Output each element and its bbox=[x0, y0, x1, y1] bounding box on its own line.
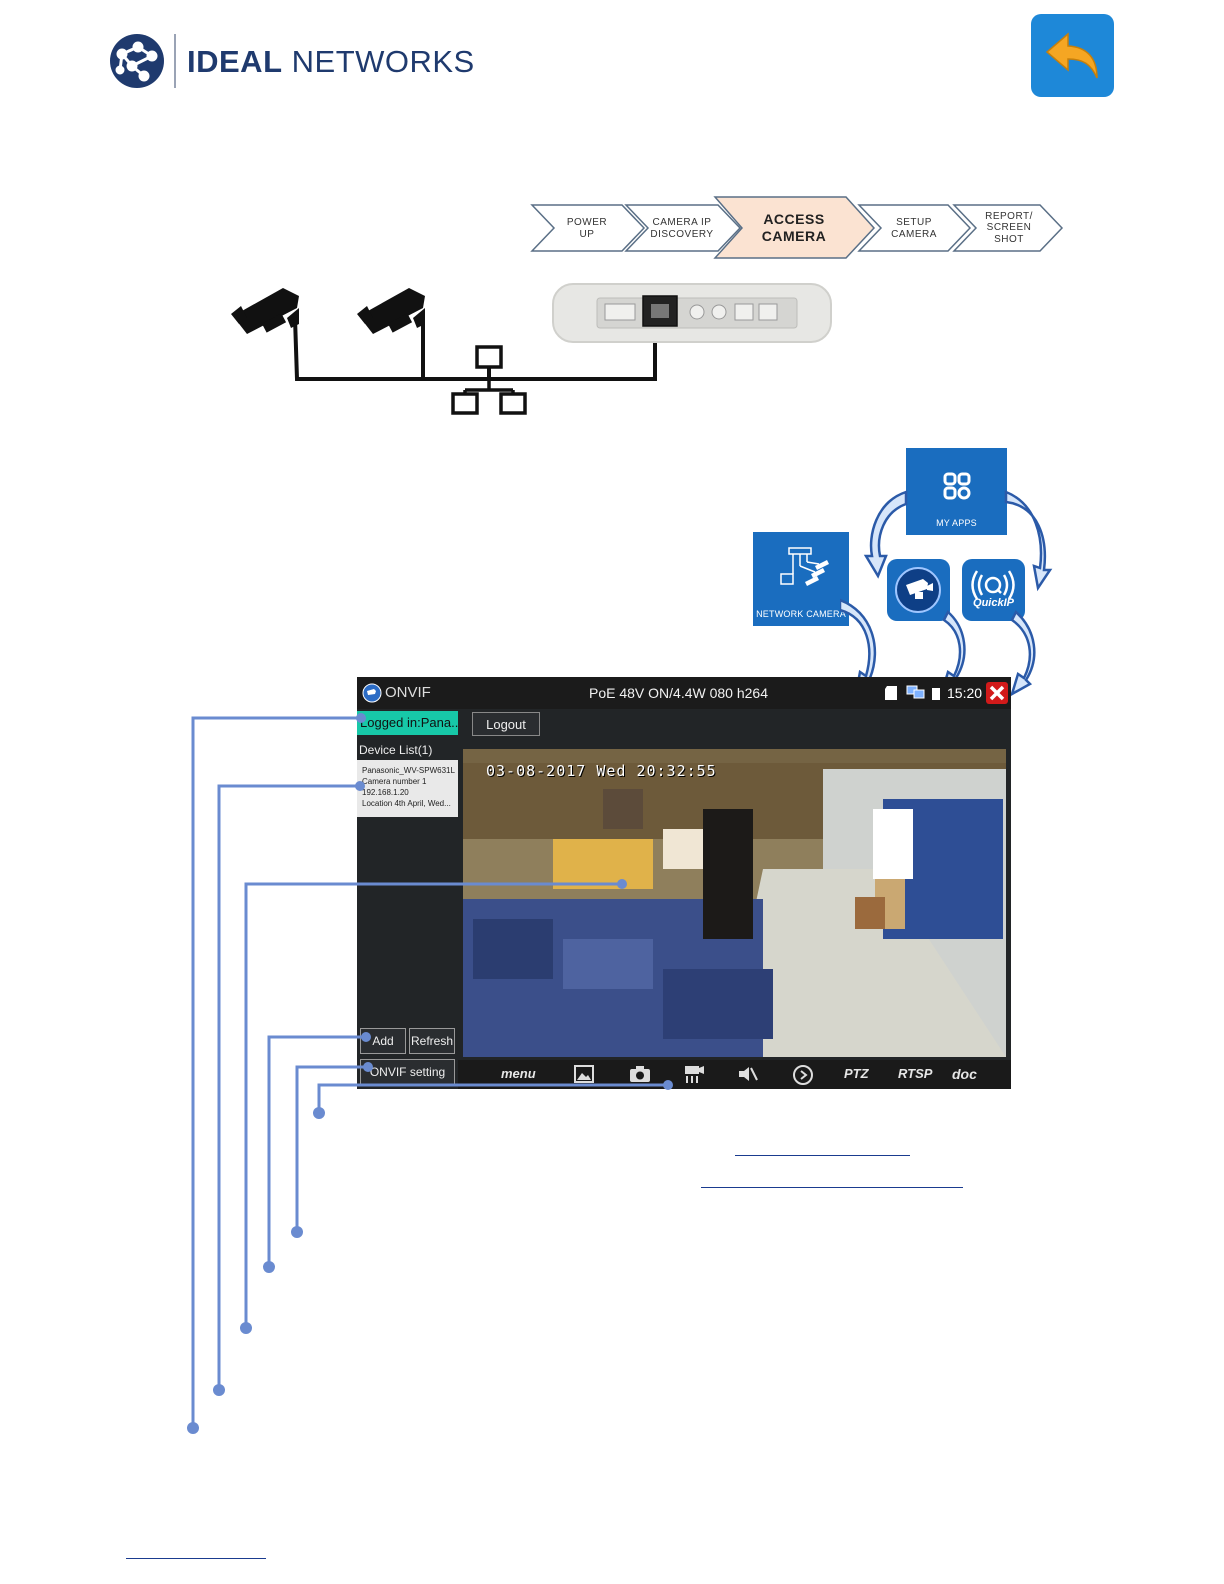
snapshot-camera-icon[interactable] bbox=[629, 1065, 651, 1083]
status-bar: ONVIF PoE 48V ON/4.4W 080 h264 15:20 bbox=[357, 677, 1011, 709]
step-camera-ip-discovery bbox=[624, 204, 742, 252]
my-apps-icon bbox=[943, 472, 971, 500]
network-status-icon bbox=[906, 685, 925, 699]
logged-in-status: Logged in:Pana... bbox=[357, 711, 458, 735]
onvif-app-icon[interactable] bbox=[887, 559, 950, 621]
network-diagram bbox=[231, 283, 832, 415]
play-icon[interactable] bbox=[792, 1064, 814, 1086]
link-underline[interactable] bbox=[735, 1155, 910, 1156]
gallery-icon[interactable] bbox=[574, 1065, 594, 1083]
battery-icon bbox=[932, 688, 940, 700]
back-button[interactable] bbox=[1031, 14, 1114, 97]
quickip-label: QuickIP bbox=[973, 597, 1014, 609]
logout-button[interactable]: Logout bbox=[472, 712, 540, 736]
step-label: UP bbox=[580, 229, 595, 240]
step-report-screenshot bbox=[952, 204, 1064, 252]
record-video-icon[interactable] bbox=[683, 1064, 705, 1084]
tester-device-icon bbox=[552, 283, 832, 343]
video-datetime-overlay: 03-08-2017 Wed 20:32:55 bbox=[486, 762, 717, 780]
ptz-button[interactable]: PTZ bbox=[844, 1066, 869, 1081]
quickip-icon bbox=[971, 570, 1015, 600]
refresh-button[interactable]: Refresh bbox=[409, 1028, 455, 1054]
link-underline[interactable] bbox=[701, 1187, 963, 1188]
step-label: SCREEN bbox=[987, 222, 1032, 233]
step-label: POWER bbox=[567, 217, 607, 228]
step-label: DISCOVERY bbox=[650, 229, 713, 240]
link-underline[interactable] bbox=[126, 1558, 266, 1559]
device-ip: 192.168.1.20 bbox=[362, 788, 409, 797]
workflow-steps: POWER UP CAMERA IP DISCOVERY ACCESS CAME… bbox=[530, 196, 1064, 259]
menu-button[interactable]: menu bbox=[501, 1066, 536, 1081]
sd-card-icon bbox=[885, 686, 897, 700]
device-list-header: Device List(1) bbox=[359, 743, 433, 757]
add-button[interactable]: Add bbox=[360, 1028, 406, 1054]
network-camera-label: NETWORK CAMERA bbox=[756, 609, 846, 619]
device-list-item[interactable]: Panasonic_WV-SPW631L Camera number 1 192… bbox=[357, 760, 458, 817]
step-label: SHOT bbox=[994, 234, 1024, 245]
close-button[interactable] bbox=[986, 682, 1008, 704]
my-apps-label: MY APPS bbox=[936, 518, 977, 528]
clock: 15:20 bbox=[947, 685, 983, 701]
onvif-camera-icon bbox=[895, 567, 941, 613]
step-label: SETUP bbox=[896, 217, 932, 228]
back-arrow-icon bbox=[1045, 32, 1098, 79]
network-camera-icon bbox=[780, 547, 829, 586]
network-camera-tile[interactable]: NETWORK CAMERA bbox=[753, 532, 849, 626]
device-location: Location 4th April, Wed... bbox=[362, 799, 451, 808]
video-frame bbox=[463, 749, 1006, 1057]
device-model: Panasonic_WV-SPW631L bbox=[362, 766, 455, 775]
step-label: REPORT/ bbox=[985, 211, 1033, 222]
close-icon bbox=[989, 685, 1005, 701]
mute-icon[interactable] bbox=[737, 1065, 759, 1083]
status-text: PoE 48V ON/4.4W 080 h264 bbox=[589, 685, 768, 701]
app-title: ONVIF bbox=[385, 684, 431, 701]
step-label: CAMERA bbox=[762, 228, 826, 244]
doc-button[interactable]: doc bbox=[952, 1066, 977, 1082]
step-label: ACCESS bbox=[763, 211, 824, 227]
onvif-logo-icon bbox=[362, 683, 382, 703]
device-camera-number: Camera number 1 bbox=[362, 777, 427, 786]
network-switch-icon bbox=[451, 345, 527, 415]
brand-name: IDEAL NETWORKS bbox=[187, 44, 475, 79]
onvif-screen: ONVIF PoE 48V ON/4.4W 080 h264 15:20 Log… bbox=[357, 677, 1011, 1089]
logo-divider bbox=[174, 34, 176, 88]
rtsp-button[interactable]: RTSP bbox=[898, 1066, 933, 1081]
step-access-camera bbox=[713, 196, 876, 259]
step-power-up bbox=[530, 204, 646, 252]
step-label: CAMERA bbox=[891, 229, 937, 240]
step-setup-camera bbox=[857, 204, 972, 252]
my-apps-tile[interactable]: MY APPS bbox=[906, 448, 1007, 535]
camera-video-feed[interactable]: 03-08-2017 Wed 20:32:55 bbox=[463, 749, 1006, 1057]
quickip-app-icon[interactable]: QuickIP bbox=[962, 559, 1025, 621]
step-label: CAMERA IP bbox=[653, 217, 712, 228]
ideal-networks-logo-icon bbox=[110, 34, 164, 88]
